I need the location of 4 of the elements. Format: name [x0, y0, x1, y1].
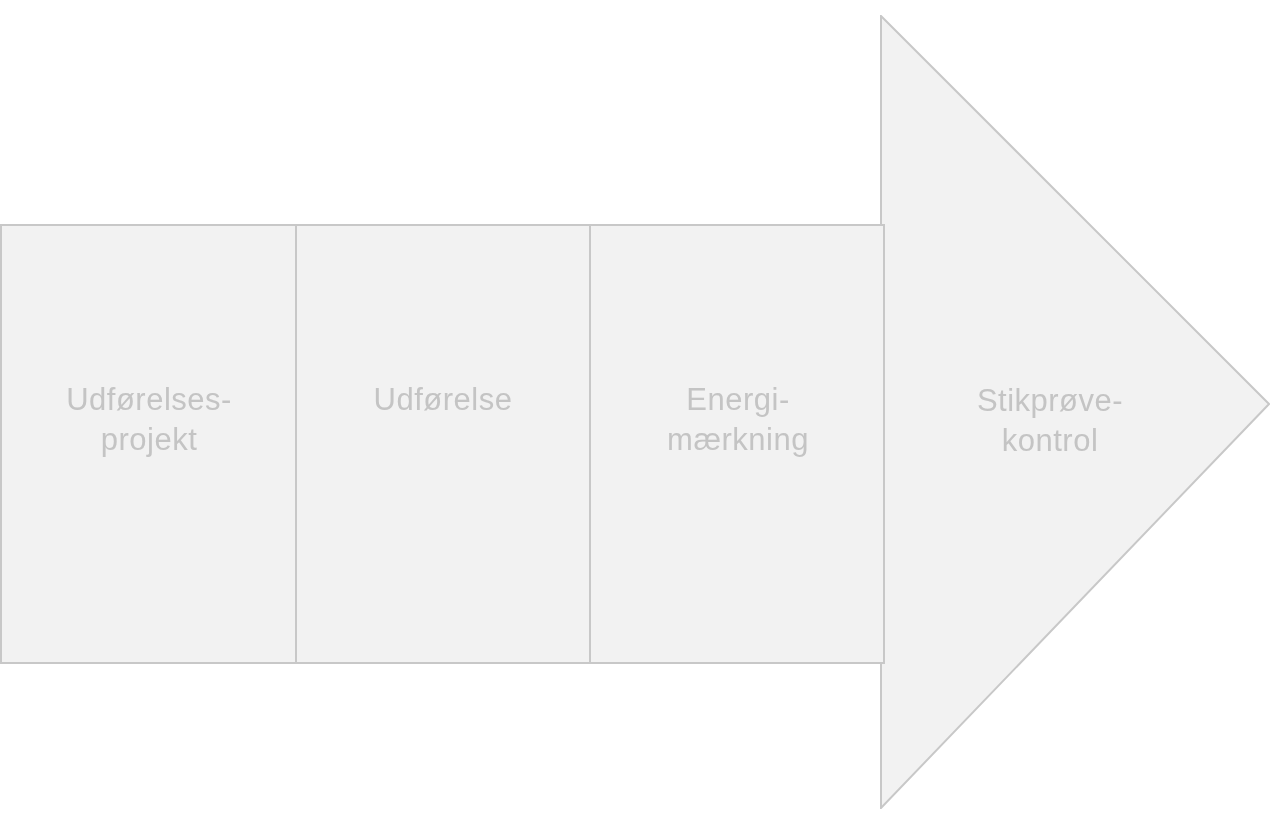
arrow-shape [880, 15, 1270, 809]
process-box [589, 224, 885, 664]
process-box [0, 224, 297, 664]
process-box [295, 224, 591, 664]
